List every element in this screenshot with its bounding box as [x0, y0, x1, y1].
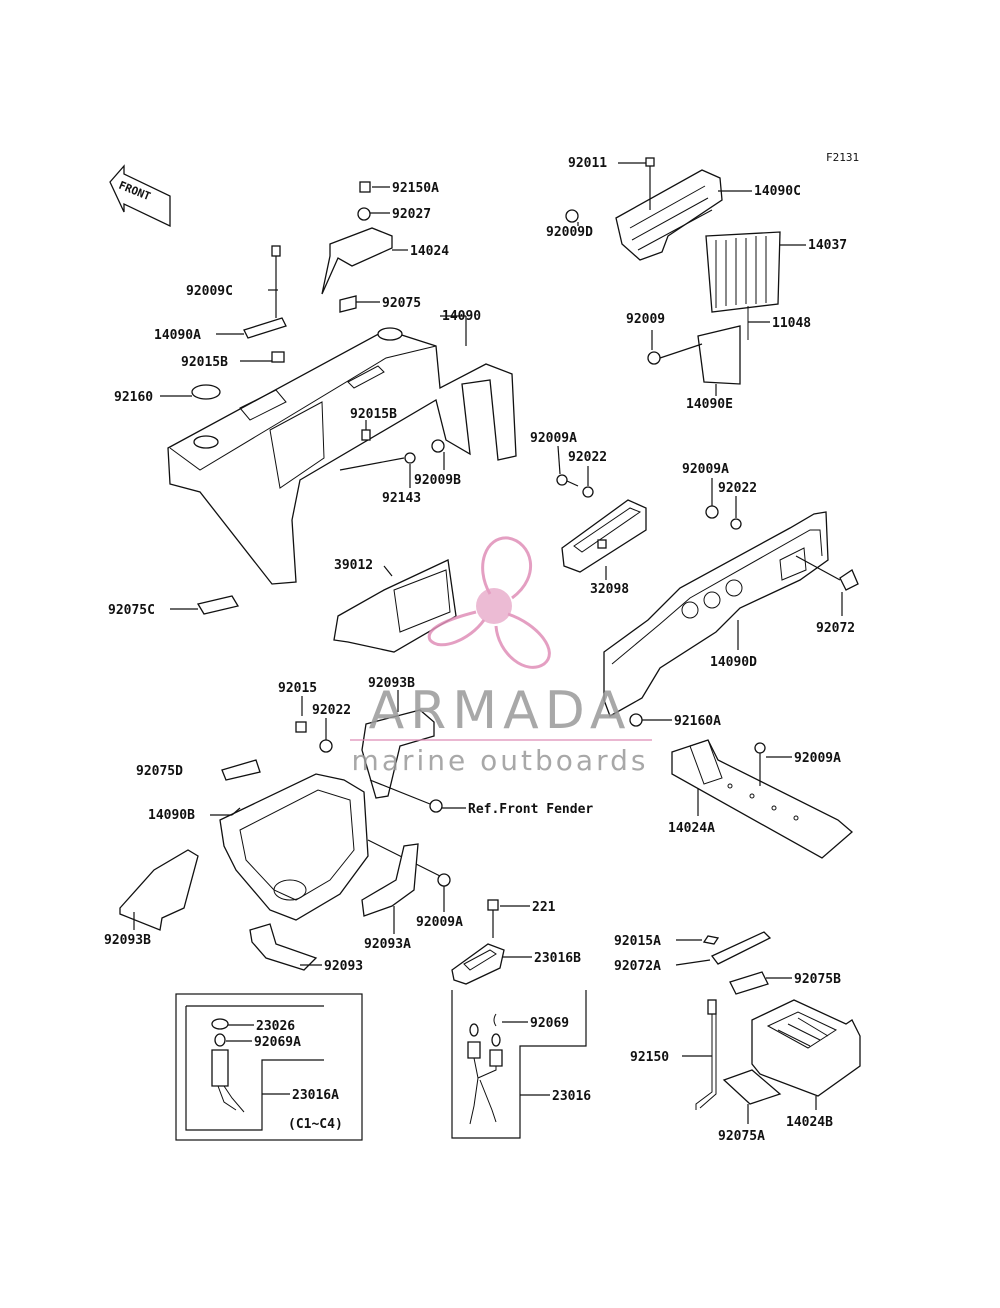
front-arrow-icon: FRONT [109, 164, 171, 228]
bracket-14024-drawing [321, 181, 393, 313]
harness-23016A-box [175, 993, 363, 1141]
label-92009A-2: 92009A [682, 462, 729, 477]
label-92022-3: 92022 [312, 703, 351, 718]
label-92015: 92015 [278, 681, 317, 696]
label-92009: 92009 [626, 312, 665, 327]
fender-cover-14090-drawing [167, 245, 517, 585]
label-11048: 11048 [772, 316, 811, 331]
label-92015B-a: 92015B [181, 355, 228, 370]
label-14090: 14090 [442, 309, 481, 324]
label-92015B-b: 92015B [350, 407, 397, 422]
label-92150A: 92150A [392, 181, 439, 196]
label-14090E: 14090E [686, 397, 733, 412]
label-92075C: 92075C [108, 603, 155, 618]
bracket-32098-drawing [556, 474, 647, 573]
label-92075D: 92075D [136, 764, 183, 779]
label-92160A: 92160A [674, 714, 721, 729]
cover-14090C-drawing [565, 157, 781, 385]
label-92009A-4: 92009A [416, 915, 463, 930]
battery-box-14024B-drawing [695, 931, 861, 1110]
label-32098: 32098 [590, 582, 629, 597]
label-92009A-1: 92009A [530, 431, 577, 446]
label-23026: 23026 [256, 1019, 295, 1034]
label-23016B: 23016B [534, 951, 581, 966]
label-92009C: 92009C [186, 284, 233, 299]
label-92093B-b: 92093B [104, 933, 151, 948]
watermark-tagline: marine outboards [352, 744, 649, 777]
variant-note: (C1~C4) [288, 1117, 343, 1132]
label-92015A: 92015A [614, 934, 661, 949]
label-92150: 92150 [630, 1050, 669, 1065]
label-92093B-a: 92093B [368, 676, 415, 691]
armada-watermark: ARMADA marine outboards [350, 536, 652, 777]
watermark-brand: ARMADA [369, 681, 632, 741]
label-92069: 92069 [530, 1016, 569, 1031]
pad-92075C-drawing [196, 595, 240, 615]
ref-front-fender: Ref.Front Fender [468, 802, 593, 817]
label-92143: 92143 [382, 491, 421, 506]
box-14090B-drawing [119, 709, 451, 971]
label-14024B: 14024B [786, 1115, 833, 1130]
label-14090A: 14090A [154, 328, 201, 343]
label-23016: 23016 [552, 1089, 591, 1104]
label-92022-2: 92022 [718, 481, 757, 496]
propeller-logo-icon [427, 536, 551, 669]
label-92011: 92011 [568, 156, 607, 171]
label-92022-1: 92022 [568, 450, 607, 465]
label-92069A: 92069A [254, 1035, 301, 1050]
switch-23016B-drawing [451, 899, 505, 985]
label-92027: 92027 [392, 207, 431, 222]
label-92009D: 92009D [546, 225, 593, 240]
label-92093A: 92093A [364, 937, 411, 952]
label-14024A: 14024A [668, 821, 715, 836]
label-14037: 14037 [808, 238, 847, 253]
label-14024: 14024 [410, 244, 449, 259]
label-92009B: 92009B [414, 473, 461, 488]
label-14090D: 14090D [710, 655, 757, 670]
figure-code: F2131 [826, 151, 859, 164]
label-92160: 92160 [114, 390, 153, 405]
label-39012: 39012 [334, 558, 373, 573]
label-14090B: 14090B [148, 808, 195, 823]
label-23016A: 23016A [292, 1088, 339, 1103]
cover-39012-drawing [333, 559, 457, 653]
label-221: 221 [532, 900, 556, 915]
label-92009A-3: 92009A [794, 751, 841, 766]
label-92072A: 92072A [614, 959, 661, 974]
label-92075B: 92075B [794, 972, 841, 987]
label-92093: 92093 [324, 959, 363, 974]
label-92075: 92075 [382, 296, 421, 311]
label-92072: 92072 [816, 621, 855, 636]
harness-23016-box [451, 990, 587, 1139]
tray-14024A-drawing [671, 739, 853, 859]
label-14090C: 14090C [754, 184, 801, 199]
label-92075A: 92075A [718, 1129, 765, 1144]
panel-14090D-drawing [603, 505, 859, 717]
